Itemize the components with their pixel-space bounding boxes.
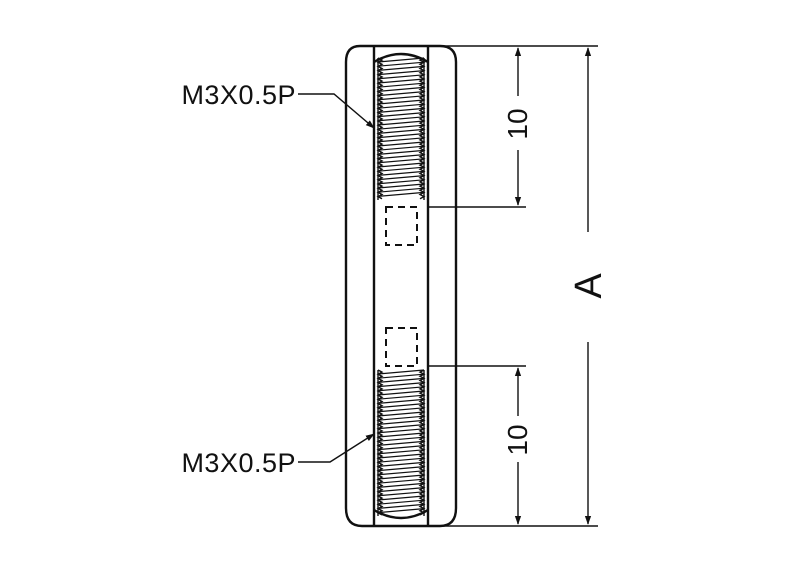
leader-top: M3X0.5P bbox=[181, 80, 375, 129]
dimension-top-label: 10 bbox=[502, 108, 533, 139]
thread-label-top: M3X0.5P bbox=[181, 80, 296, 110]
dimension-total: A bbox=[568, 47, 610, 525]
leader-bottom: M3X0.5P bbox=[181, 433, 375, 478]
extension-lines bbox=[428, 45, 598, 527]
hidden-thread-end-top bbox=[385, 206, 418, 246]
dimension-top: 10 bbox=[502, 47, 533, 206]
hidden-thread-end-bottom bbox=[385, 327, 418, 367]
thread-label-bottom: M3X0.5P bbox=[181, 448, 296, 478]
dimension-bottom-label: 10 bbox=[502, 424, 533, 455]
dimension-total-label: A bbox=[568, 273, 610, 299]
thread-top bbox=[376, 57, 426, 200]
dimension-bottom: 10 bbox=[502, 367, 533, 525]
thread-bottom bbox=[376, 369, 426, 516]
